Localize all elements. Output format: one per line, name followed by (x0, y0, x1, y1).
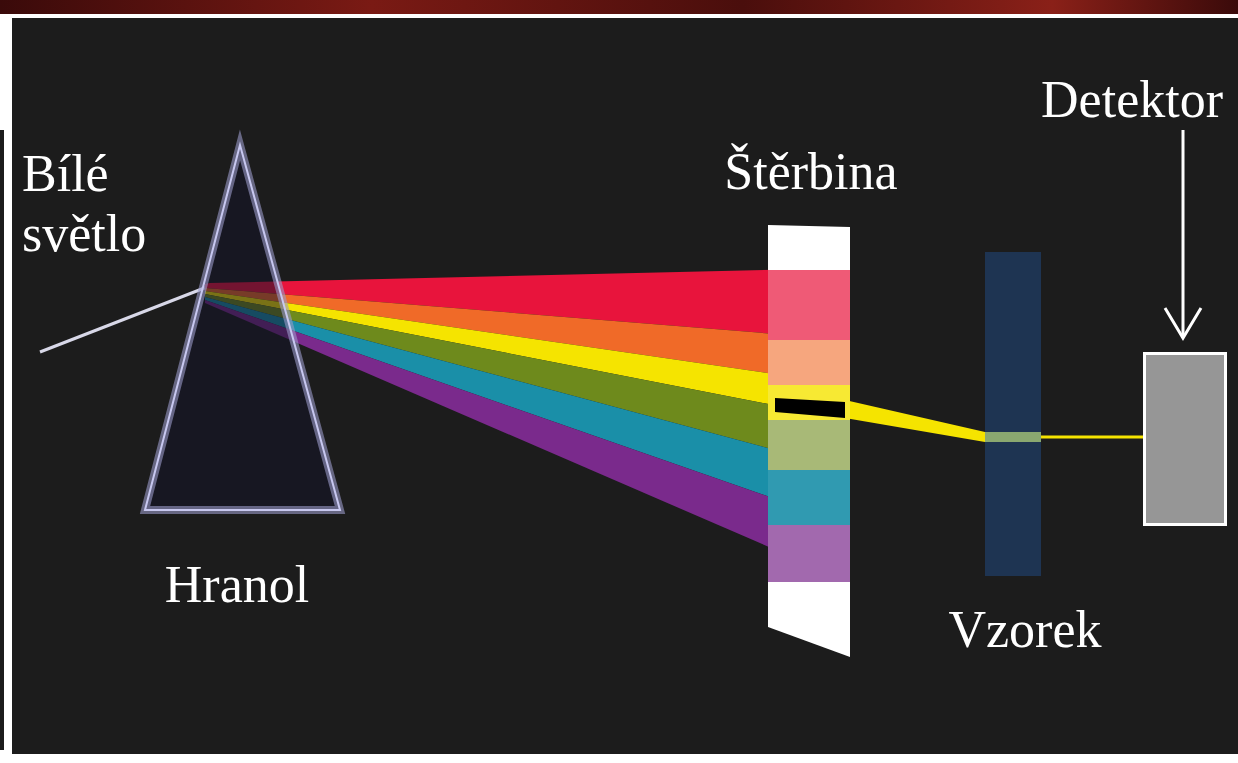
slit: Štěrbina (765, 222, 857, 662)
prism-shape (140, 140, 345, 515)
detector: Detektor (1143, 352, 1227, 526)
slit-shape (765, 222, 857, 662)
part-label: Štěrbina (724, 142, 897, 202)
white-light-ray (40, 287, 207, 352)
prism: Hranol (140, 140, 345, 515)
light-label: Bílé světlo (22, 144, 212, 264)
yellow-beam (845, 400, 985, 442)
detector-shape (1143, 352, 1227, 526)
part-label: Hranol (165, 555, 309, 615)
pointer-arrow (1182, 130, 1185, 336)
left-bar (0, 130, 4, 750)
sample-shape (985, 252, 1041, 576)
sample: Vzorek (985, 252, 1041, 576)
part-label: Detektor (1041, 70, 1223, 130)
pointer-arrowhead (1165, 308, 1201, 338)
yellow-beam-out (1040, 436, 1145, 439)
top-band (0, 0, 1238, 14)
part-label: Vzorek (948, 600, 1101, 660)
